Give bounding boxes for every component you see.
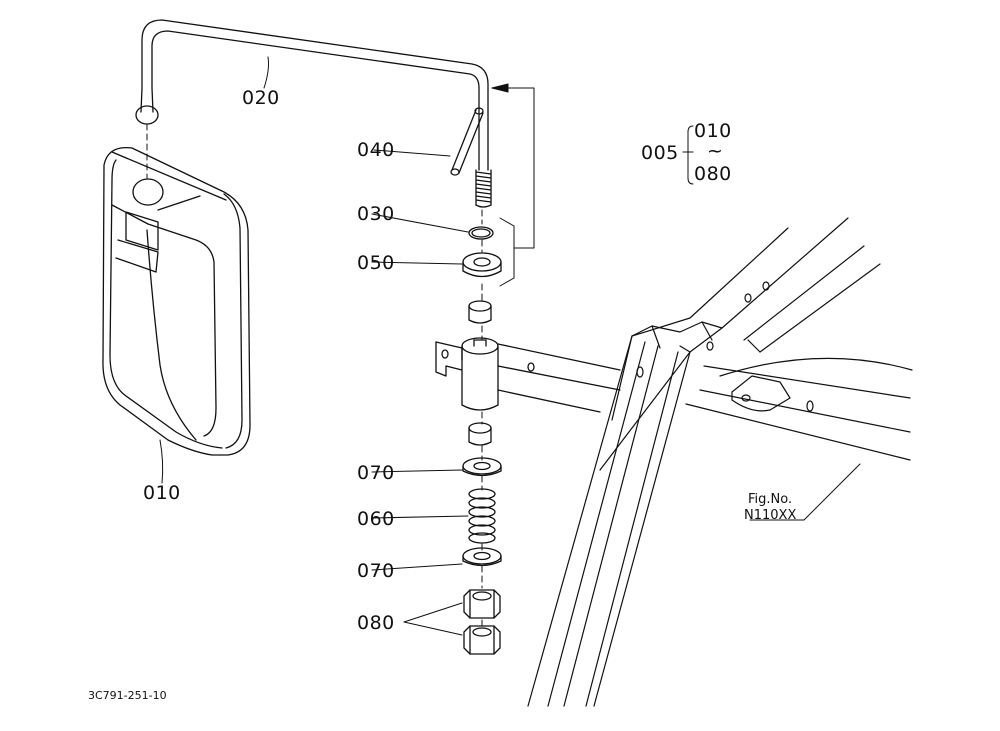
callout-040: 040 — [357, 139, 395, 161]
subassembly-bracket — [492, 84, 534, 286]
range-start-label: 010 — [694, 120, 732, 142]
bracket-part — [436, 338, 620, 412]
washer-upper-part — [463, 458, 501, 476]
callout-070-upper: 070 — [357, 462, 395, 484]
mirror-part — [103, 148, 250, 455]
range-end-label: 080 — [694, 163, 732, 185]
bushing-upper-part — [469, 301, 491, 323]
mirror-stay-part — [136, 20, 491, 207]
fig-ref-line2: N110XX — [744, 508, 797, 523]
callout-070-lower: 070 — [357, 560, 395, 582]
drawing-code: 3C791-251-10 — [88, 689, 167, 702]
washer-lower-part — [463, 548, 501, 566]
assembly-center-line — [147, 124, 482, 626]
fig-ref-line1: Fig.No. — [748, 492, 793, 507]
callout-080: 080 — [357, 612, 395, 634]
callout-050: 050 — [357, 252, 395, 274]
nut-upper-part — [464, 590, 500, 618]
callout-010-mirror: 010 — [143, 482, 181, 504]
frame-part — [528, 218, 912, 706]
nut-lower-part — [464, 626, 500, 654]
collar-part — [463, 253, 501, 277]
pin-part — [451, 108, 483, 175]
spring-part — [469, 489, 495, 543]
callout-030: 030 — [357, 203, 395, 225]
callout-005-assembly: 005 — [641, 142, 679, 164]
o-ring-part — [469, 227, 493, 239]
leader-lines — [160, 57, 860, 635]
callout-020: 020 — [242, 87, 280, 109]
bushing-lower-part — [469, 423, 491, 445]
callout-060: 060 — [357, 508, 395, 530]
range-separator: ~ — [707, 140, 724, 162]
